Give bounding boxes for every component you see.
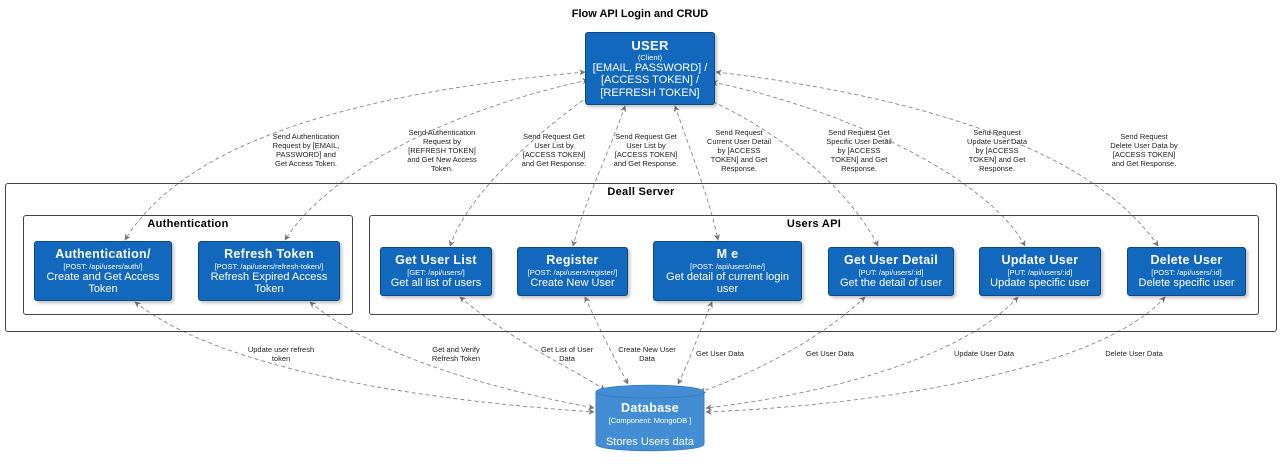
diagram-title: Flow API Login and CRUD: [571, 8, 709, 20]
database-name: Database: [621, 401, 679, 415]
user-edge-label: Send Request Current User Detail by [ACC…: [706, 128, 772, 173]
db-edge-label: Update user refresh token: [247, 345, 315, 363]
user-name: USER: [631, 37, 669, 53]
users-api-boundary: Users API: [369, 215, 1259, 315]
authentication-boundary: Authentication: [23, 215, 353, 315]
user-edge-label: Send Request Update User Data by [ACCESS…: [966, 128, 1028, 173]
component-register[interactable]: Register [POST: /api/users/register/] Cr…: [517, 247, 628, 296]
user-edge-label: Send Request Delete User Data by [ACCESS…: [1110, 132, 1178, 168]
db-edge-label: Get User Data: [696, 349, 744, 358]
component-get-user-detail[interactable]: Get User Detail [PUT: /api/users/:id] Ge…: [828, 247, 954, 296]
users-api-title: Users API: [786, 218, 842, 230]
db-edge-label: Get and Verify Refresh Token: [431, 345, 481, 363]
authentication-title: Authentication: [147, 218, 229, 230]
user-edge-label: Send Request Get User List by [ACCESS TO…: [613, 132, 679, 168]
user-edge-label: Send Authentication Request by [EMAIL, P…: [272, 132, 340, 168]
database-tech: [Component: MongoDB ]: [608, 416, 692, 425]
user-edge-label: Send Request Get Specific User Detail by…: [826, 128, 892, 173]
db-edge-label: Create New User Data: [618, 345, 676, 363]
deall-server-title: Deall Server: [607, 186, 675, 198]
user-tech: (Client): [637, 52, 663, 62]
user-edge-label: Send Request Get User List by [ACCESS TO…: [521, 132, 587, 168]
deall-server-boundary: Deall Server: [5, 183, 1277, 332]
db-edge-label: Update User Data: [953, 349, 1015, 358]
component-delete-user[interactable]: Delete User [POST: /api/users/:id] Delet…: [1127, 247, 1246, 296]
component-get-user-list[interactable]: Get User List [GET: /api/users/] Get all…: [380, 247, 492, 296]
database-cylinder-icon: [595, 384, 705, 452]
component-authentication[interactable]: Authentication/ [POST: /api/users/auth/]…: [34, 241, 172, 301]
component-me[interactable]: M e [POST: /api/users/me/] Get detail of…: [653, 241, 802, 301]
user-client-node[interactable]: USER (Client) [EMAIL, PASSWORD] / [ACCES…: [585, 32, 715, 105]
db-edge-label: Delete User Data: [1105, 349, 1163, 358]
database-desc: Stores Users data: [605, 436, 695, 448]
db-edge-label: Get List of User Data: [540, 345, 594, 363]
database-node[interactable]: Database [Component: MongoDB ] Stores Us…: [595, 384, 705, 452]
db-edge-label: Get User Data: [806, 349, 854, 358]
component-update-user[interactable]: Update User [PUT: /api/users/:id] Update…: [979, 247, 1101, 296]
component-refresh-token[interactable]: Refresh Token [POST: /api/users/refresh-…: [198, 241, 340, 301]
user-desc: [EMAIL, PASSWORD] / [ACCESS TOKEN] / [RE…: [592, 61, 708, 99]
user-edge-label: Send Authentication Request by [REFRESH …: [407, 128, 477, 173]
